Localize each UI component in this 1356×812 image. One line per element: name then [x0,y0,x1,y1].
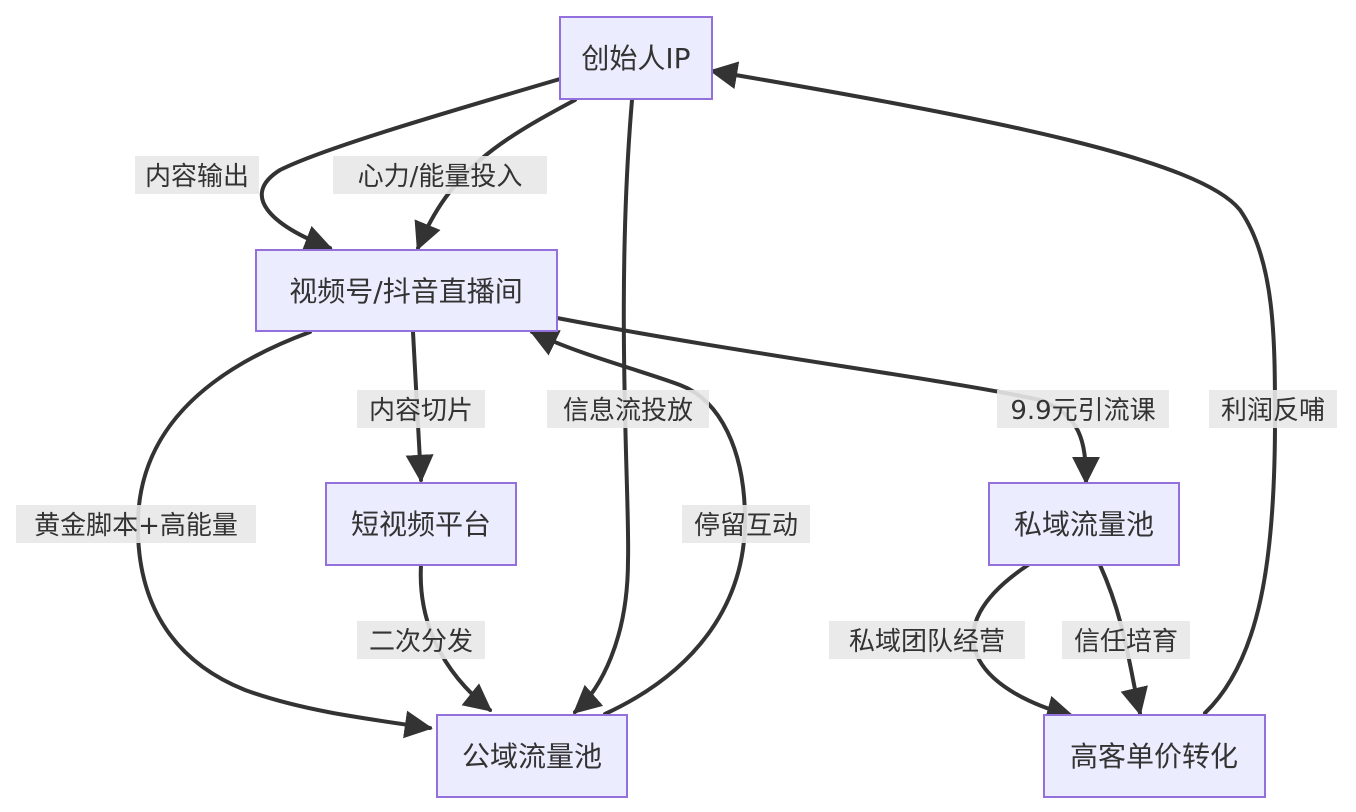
svg-text:视频号/抖音直播间: 视频号/抖音直播间 [289,275,522,308]
label-profit-feedback: 利润反哺 [1209,390,1337,428]
label-private-team: 私域团队经营 [829,621,1025,659]
edge-founder-to-public [572,98,634,714]
label-feed-ads: 信息流投放 [547,390,709,428]
nodes: 创始人IP 视频号/抖音直播间 短视频平台 私域流量池 公域流量池 高客单价转化 [255,16,1266,798]
edge-content-output [259,77,562,253]
edge-stay-interact [529,330,748,716]
edge-labels: 内容输出 心力/能量投入 内容切片 信息流投放 9.9元引流课 利润反哺 黄金脚… [16,156,1337,659]
node-short-video[interactable]: 短视频平台 [325,482,517,566]
node-high-value[interactable]: 高客单价转化 [1043,714,1266,798]
svg-text:信息流投放: 信息流投放 [563,396,693,426]
label-lead-course: 9.9元引流课 [997,390,1169,428]
node-private-pool[interactable]: 私域流量池 [988,482,1180,566]
svg-text:高客单价转化: 高客单价转化 [1070,740,1238,773]
svg-text:私域流量池: 私域流量池 [1014,508,1154,541]
svg-text:私域团队经营: 私域团队经营 [849,627,1005,657]
svg-text:利润反哺: 利润反哺 [1221,396,1325,426]
edge-lead-course [555,316,1100,485]
svg-text:创始人IP: 创始人IP [581,42,690,75]
svg-text:内容输出: 内容输出 [145,162,249,192]
label-stay-interact: 停留互动 [682,505,810,543]
svg-text:公域流量池: 公域流量池 [462,740,602,773]
svg-text:黄金脚本+高能量: 黄金脚本+高能量 [34,511,238,541]
label-energy-input: 心力/能量投入 [333,156,547,194]
svg-text:二次分发: 二次分发 [369,627,473,657]
svg-text:9.9元引流课: 9.9元引流课 [1010,396,1155,426]
svg-text:内容切片: 内容切片 [369,396,473,426]
edge-golden-script [135,330,433,739]
label-trust-building: 信任培育 [1062,621,1190,659]
node-public-pool[interactable]: 公域流量池 [436,714,628,798]
svg-text:信任培育: 信任培育 [1074,627,1178,657]
node-founder-ip[interactable]: 创始人IP [559,16,713,100]
label-content-clips: 内容切片 [357,390,485,428]
edge-profit-feedback [709,61,1278,715]
svg-text:停留互动: 停留互动 [694,511,798,541]
label-golden-script: 黄金脚本+高能量 [16,505,256,543]
node-live-room[interactable]: 视频号/抖音直播间 [255,249,558,332]
svg-text:短视频平台: 短视频平台 [351,508,491,541]
label-content-output: 内容输出 [135,156,259,194]
label-secondary-dist: 二次分发 [357,621,485,659]
svg-text:心力/能量投入: 心力/能量投入 [358,162,523,192]
